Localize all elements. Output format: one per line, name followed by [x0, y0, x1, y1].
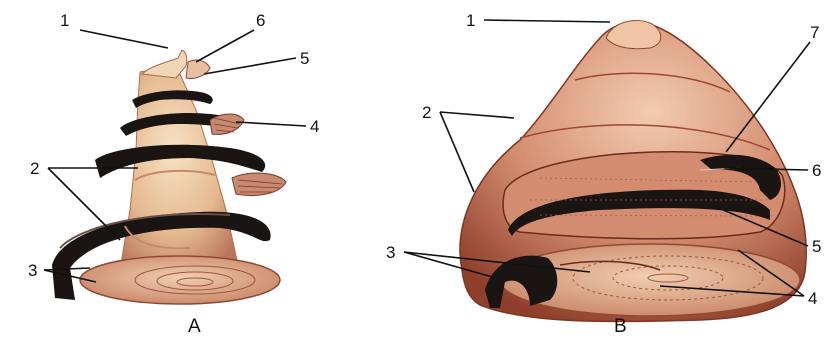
- label-b-4: 4: [808, 289, 817, 308]
- label-a-2: 2: [30, 159, 39, 178]
- label-b-1: 1: [466, 11, 475, 30]
- caption-a: A: [188, 316, 201, 337]
- label-b-7: 7: [810, 23, 819, 42]
- label-b-6: 6: [812, 161, 821, 180]
- caption-b: B: [614, 316, 627, 337]
- label-a-5: 5: [300, 49, 309, 68]
- label-b-3: 3: [386, 243, 395, 262]
- label-a-1: 1: [60, 11, 69, 30]
- label-b-2: 2: [422, 103, 431, 122]
- label-a-6: 6: [256, 11, 265, 30]
- label-a-3: 3: [28, 261, 37, 280]
- label-a-4: 4: [310, 117, 319, 136]
- label-b-5: 5: [812, 237, 821, 256]
- figure-a-shell: [52, 50, 286, 304]
- figure-b-shell: [460, 20, 806, 321]
